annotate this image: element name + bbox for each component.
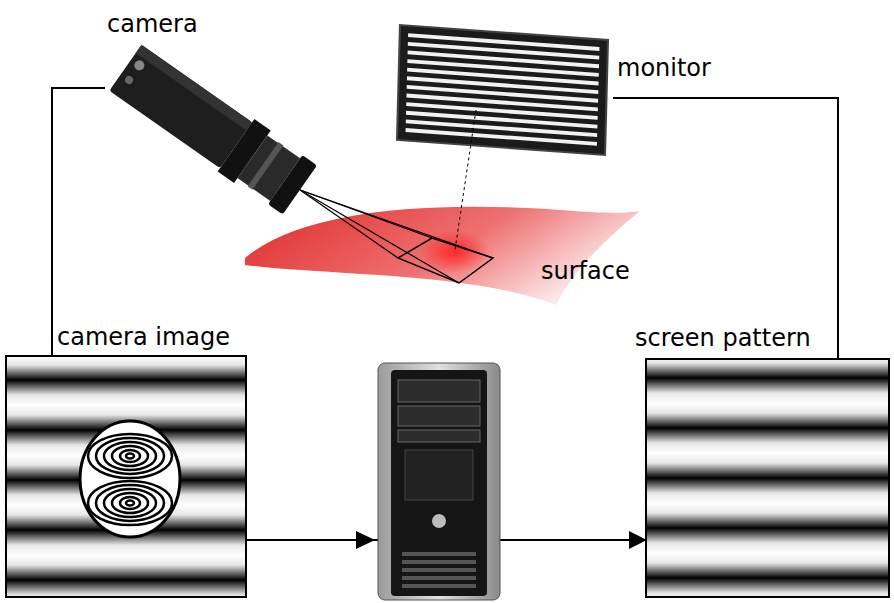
camera-picture bbox=[107, 42, 318, 217]
node-label: screen pattern bbox=[635, 324, 811, 353]
computer-picture bbox=[356, 363, 500, 600]
pattern-box: screen pattern bbox=[645, 358, 890, 598]
surface-node: surface bbox=[245, 195, 645, 310]
node-label: monitor bbox=[617, 54, 711, 83]
connector bbox=[613, 98, 838, 358]
surface-shape bbox=[245, 207, 640, 305]
node-label: camera bbox=[107, 10, 198, 39]
monitor-node: monitor bbox=[393, 22, 613, 174]
node-label: camera image bbox=[57, 323, 230, 352]
camera-node: camera bbox=[105, 50, 310, 200]
monitor-picture bbox=[397, 25, 608, 155]
connector bbox=[247, 539, 645, 541]
node-label: surface bbox=[541, 257, 630, 286]
image-box: camera image bbox=[5, 355, 247, 598]
connector bbox=[52, 88, 105, 355]
